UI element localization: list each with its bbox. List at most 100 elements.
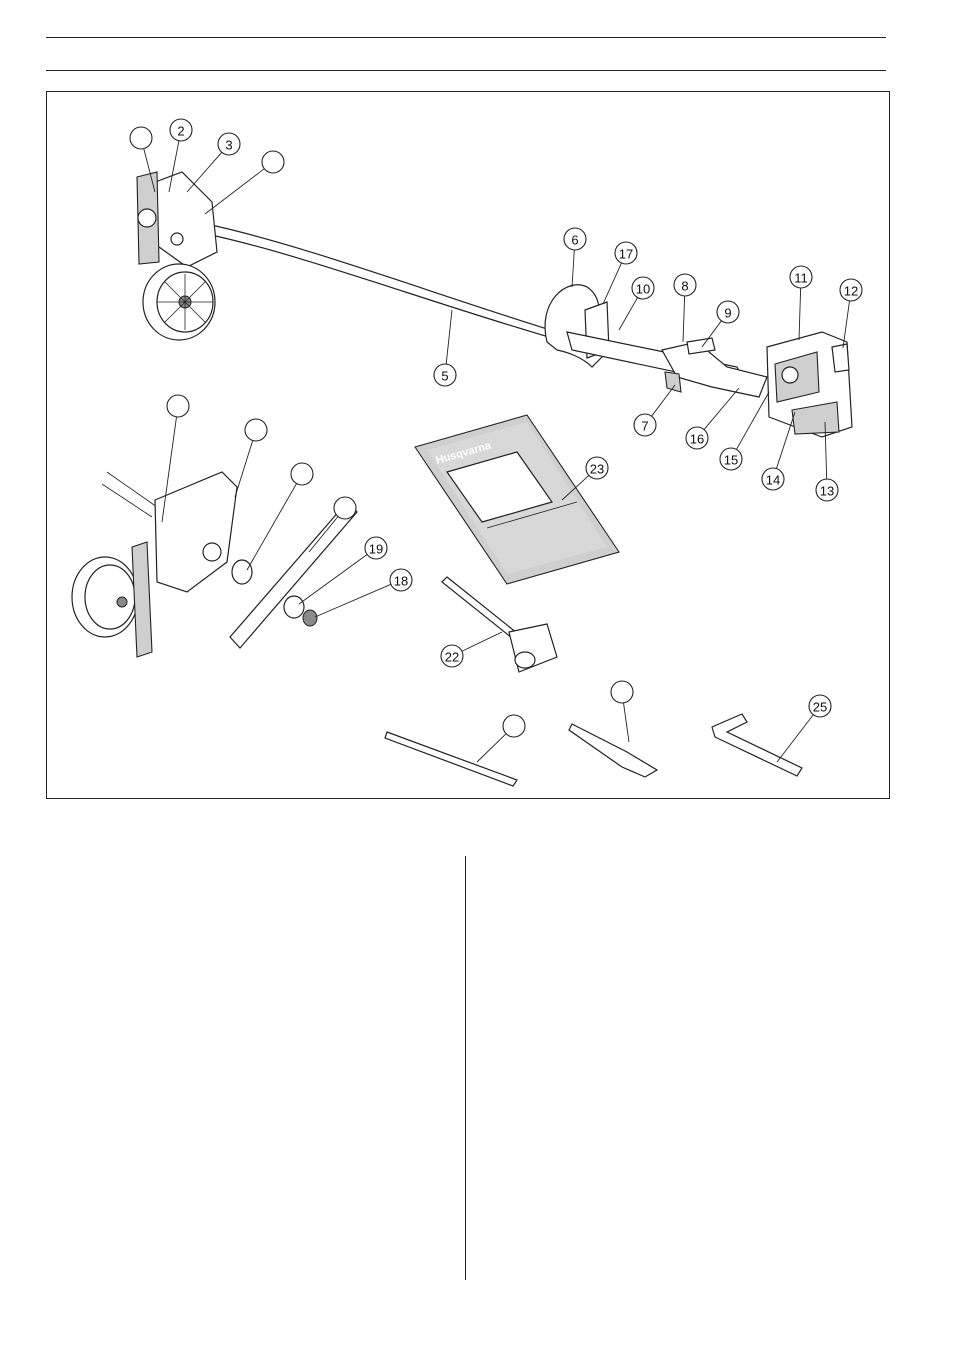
callout-circle-c4	[261, 150, 285, 174]
combination-wrench-illustration	[441, 576, 558, 673]
callout-label-c3: 3	[225, 138, 232, 153]
leader-lines	[143, 140, 850, 763]
leader-line-c23	[561, 475, 590, 501]
callout-circle-c23	[585, 456, 609, 480]
leader-line-c10	[618, 297, 638, 331]
depth-plate-drawing	[131, 541, 153, 658]
leader-line-c5	[445, 309, 453, 365]
callout-circle-c17	[614, 241, 638, 265]
fuel-tank-drawing	[791, 401, 840, 435]
callout-circle-c24	[290, 462, 314, 486]
callout-label-c2: 2	[177, 124, 184, 139]
callout-circle-c13	[815, 478, 839, 502]
callout-circle-c3	[217, 132, 241, 156]
callout-label-c5: 5	[441, 369, 448, 384]
leader-line-c13	[824, 421, 828, 480]
leader-line-c4	[204, 168, 265, 215]
edging-blade-drawing	[229, 501, 358, 649]
arbor-drawing	[202, 542, 222, 562]
leader-line-c2	[168, 140, 180, 193]
callout-circle-c7	[633, 413, 657, 437]
leader-line-c16	[703, 387, 740, 430]
callout-circle-c16	[685, 426, 709, 450]
callout-circle-c19	[364, 536, 388, 560]
callout-circle-c20	[166, 394, 190, 418]
callout-label-c6: 6	[571, 233, 578, 248]
leader-line-c15	[736, 391, 770, 450]
drive-washer-drawing	[231, 559, 253, 585]
stop-switch-drawing	[686, 337, 716, 355]
blade-hub-drawing	[137, 208, 157, 228]
leader-line-c6	[571, 249, 575, 288]
leader-line-c18	[314, 583, 392, 618]
leader-line-c25	[776, 714, 814, 763]
callout-label-c15: 15	[724, 453, 738, 468]
callout-label-c18: 18	[394, 574, 408, 589]
callout-label-c25: 25	[813, 700, 827, 715]
callout-label-c14: 14	[766, 473, 780, 488]
edger-guard-exploded-drawing	[154, 471, 238, 593]
leader-line-c17	[602, 262, 622, 305]
callout-circle-c18	[389, 568, 413, 592]
callout-label-c9: 9	[724, 306, 731, 321]
leader-line-c8	[682, 295, 686, 343]
edger-assembly-illustration	[136, 171, 853, 438]
leader-line-c20	[161, 416, 177, 523]
leader-line-c22	[461, 631, 503, 652]
callout-label-c11: 11	[794, 271, 808, 286]
callout-label-c17: 17	[619, 247, 633, 262]
starter-handle-drawing	[831, 343, 850, 373]
callout-label-c10: 10	[636, 282, 650, 297]
drive-shaft-drawing	[196, 221, 560, 341]
callout-label-c13: 13	[820, 484, 834, 499]
leader-line-c12	[842, 300, 850, 349]
callout-circle-c12	[839, 278, 863, 302]
callout-circle-c5	[433, 363, 457, 387]
guard-bolt-drawing	[170, 232, 184, 246]
leader-line-c28	[476, 733, 507, 763]
leader-line-c1	[143, 148, 156, 193]
callout-label-c7: 7	[641, 419, 648, 434]
leader-line-c14	[776, 411, 796, 469]
callout-label-c19: 19	[369, 542, 383, 557]
leader-line-c3	[186, 151, 223, 193]
callout-circle-c2	[169, 118, 193, 142]
cupped-washer-drawing	[283, 595, 305, 619]
leader-line-c11	[798, 287, 802, 341]
leader-line-c19	[298, 554, 368, 605]
callout-circle-c21	[244, 418, 268, 442]
wheel-rim-exploded-drawing	[84, 564, 136, 630]
primer-bulb-drawing	[781, 366, 799, 384]
callout-circle-c9	[716, 300, 740, 324]
callout-circle-c27	[610, 680, 634, 704]
leader-line-c9	[701, 320, 722, 348]
callout-circle-c25	[808, 694, 832, 718]
screwdriver-drawing	[568, 723, 659, 778]
callout-circle-c28	[502, 714, 526, 738]
throttle-trigger-drawing	[664, 371, 682, 393]
header-rule-second	[46, 70, 886, 71]
callout-label-c23: 23	[590, 462, 604, 477]
header-rule-top	[46, 37, 886, 38]
locking-rod-drawing	[384, 731, 518, 787]
callout-circle-c22	[440, 644, 464, 668]
callout-circle-c26	[333, 496, 357, 520]
callout-label-c8: 8	[681, 279, 688, 294]
callout-circle-c8	[673, 273, 697, 297]
blade-kit-illustration	[71, 471, 358, 658]
leader-line-c27	[623, 702, 630, 743]
callout-circle-c10	[631, 276, 655, 300]
column-divider	[465, 856, 466, 1280]
callout-label-c22: 22	[445, 650, 459, 665]
callout-circle-c14	[761, 467, 785, 491]
allen-key-drawing	[711, 713, 803, 777]
callout-circle-c6	[563, 227, 587, 251]
callout-label-c12: 12	[844, 284, 858, 299]
callout-circle-c11	[789, 265, 813, 289]
leader-line-c26	[308, 516, 339, 553]
operators-manual-illustration: Husqvarna	[414, 414, 620, 585]
callout-circle-c15	[719, 447, 743, 471]
